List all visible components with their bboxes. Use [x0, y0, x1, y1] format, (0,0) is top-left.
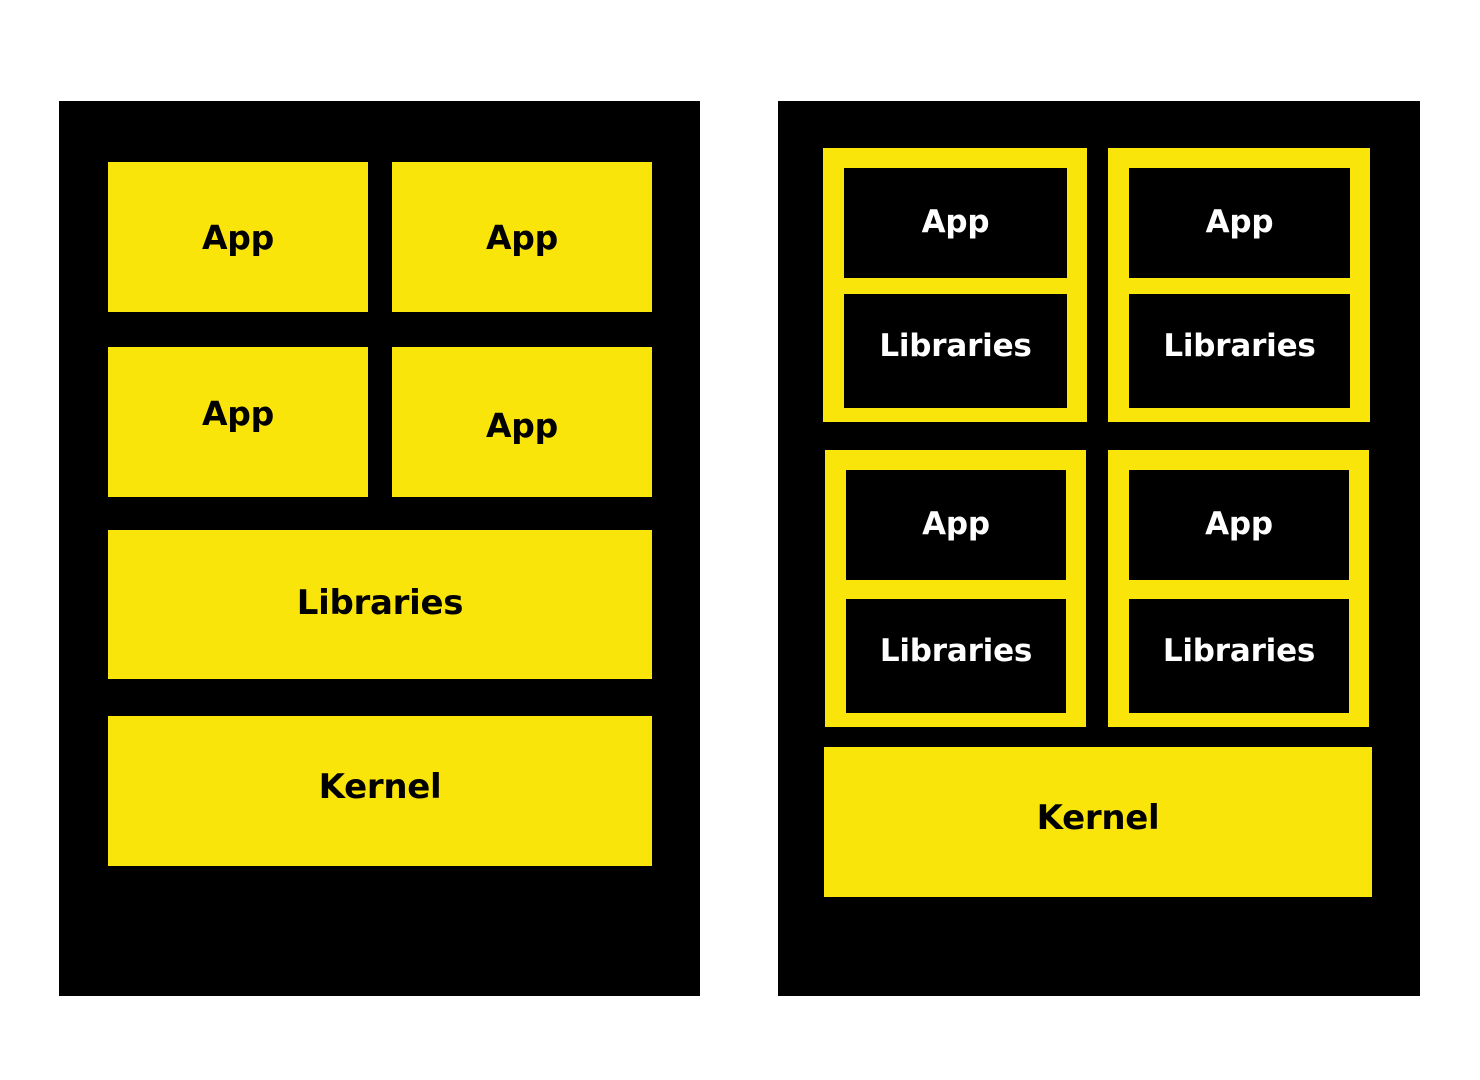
container-1-libraries-box: Libraries	[844, 294, 1067, 408]
traditional-kernel-block: Kernel	[108, 716, 652, 866]
containerized-kernel-label: Kernel	[1036, 798, 1160, 838]
traditional-app-block-1: App	[108, 162, 368, 312]
container-1-app-box: App	[844, 168, 1067, 278]
container-4-libraries-box: Libraries	[1129, 599, 1349, 713]
traditional-app-label-4: App	[486, 405, 558, 445]
container-3-app-label: App	[922, 505, 990, 542]
container-1-libraries-label: Libraries	[879, 327, 1032, 364]
container-4-libraries-label: Libraries	[1162, 632, 1316, 669]
container-card-4: App Libraries	[1108, 450, 1369, 727]
container-2-app-box: App	[1129, 168, 1350, 278]
container-3-libraries-box: Libraries	[846, 599, 1066, 713]
container-2-libraries-box: Libraries	[1129, 294, 1350, 408]
traditional-libraries-label: Libraries	[296, 582, 464, 623]
container-4-app-label: App	[1205, 505, 1273, 542]
container-card-1: App Libraries	[823, 148, 1087, 422]
containerized-stack-panel: App Libraries App Libraries App Librarie…	[778, 101, 1420, 996]
container-4-app-box: App	[1129, 470, 1349, 580]
container-card-3: App Libraries	[825, 450, 1086, 727]
traditional-stack-panel: App App App App Libraries Kernel	[59, 101, 700, 996]
traditional-app-label-2: App	[486, 217, 558, 257]
traditional-app-block-4: App	[392, 347, 652, 497]
traditional-app-block-3: App	[108, 347, 368, 497]
containerized-kernel-block: Kernel	[824, 747, 1372, 897]
traditional-libraries-block: Libraries	[108, 530, 652, 679]
traditional-kernel-label: Kernel	[318, 767, 442, 807]
traditional-app-block-2: App	[392, 162, 652, 312]
container-card-2: App Libraries	[1108, 148, 1370, 422]
container-3-app-box: App	[846, 470, 1066, 580]
container-1-app-label: App	[921, 203, 990, 240]
traditional-app-label-1: App	[202, 217, 274, 257]
container-3-libraries-label: Libraries	[879, 632, 1033, 669]
container-2-libraries-label: Libraries	[1163, 327, 1316, 364]
traditional-app-label-3: App	[202, 393, 274, 433]
container-2-app-label: App	[1205, 203, 1274, 240]
